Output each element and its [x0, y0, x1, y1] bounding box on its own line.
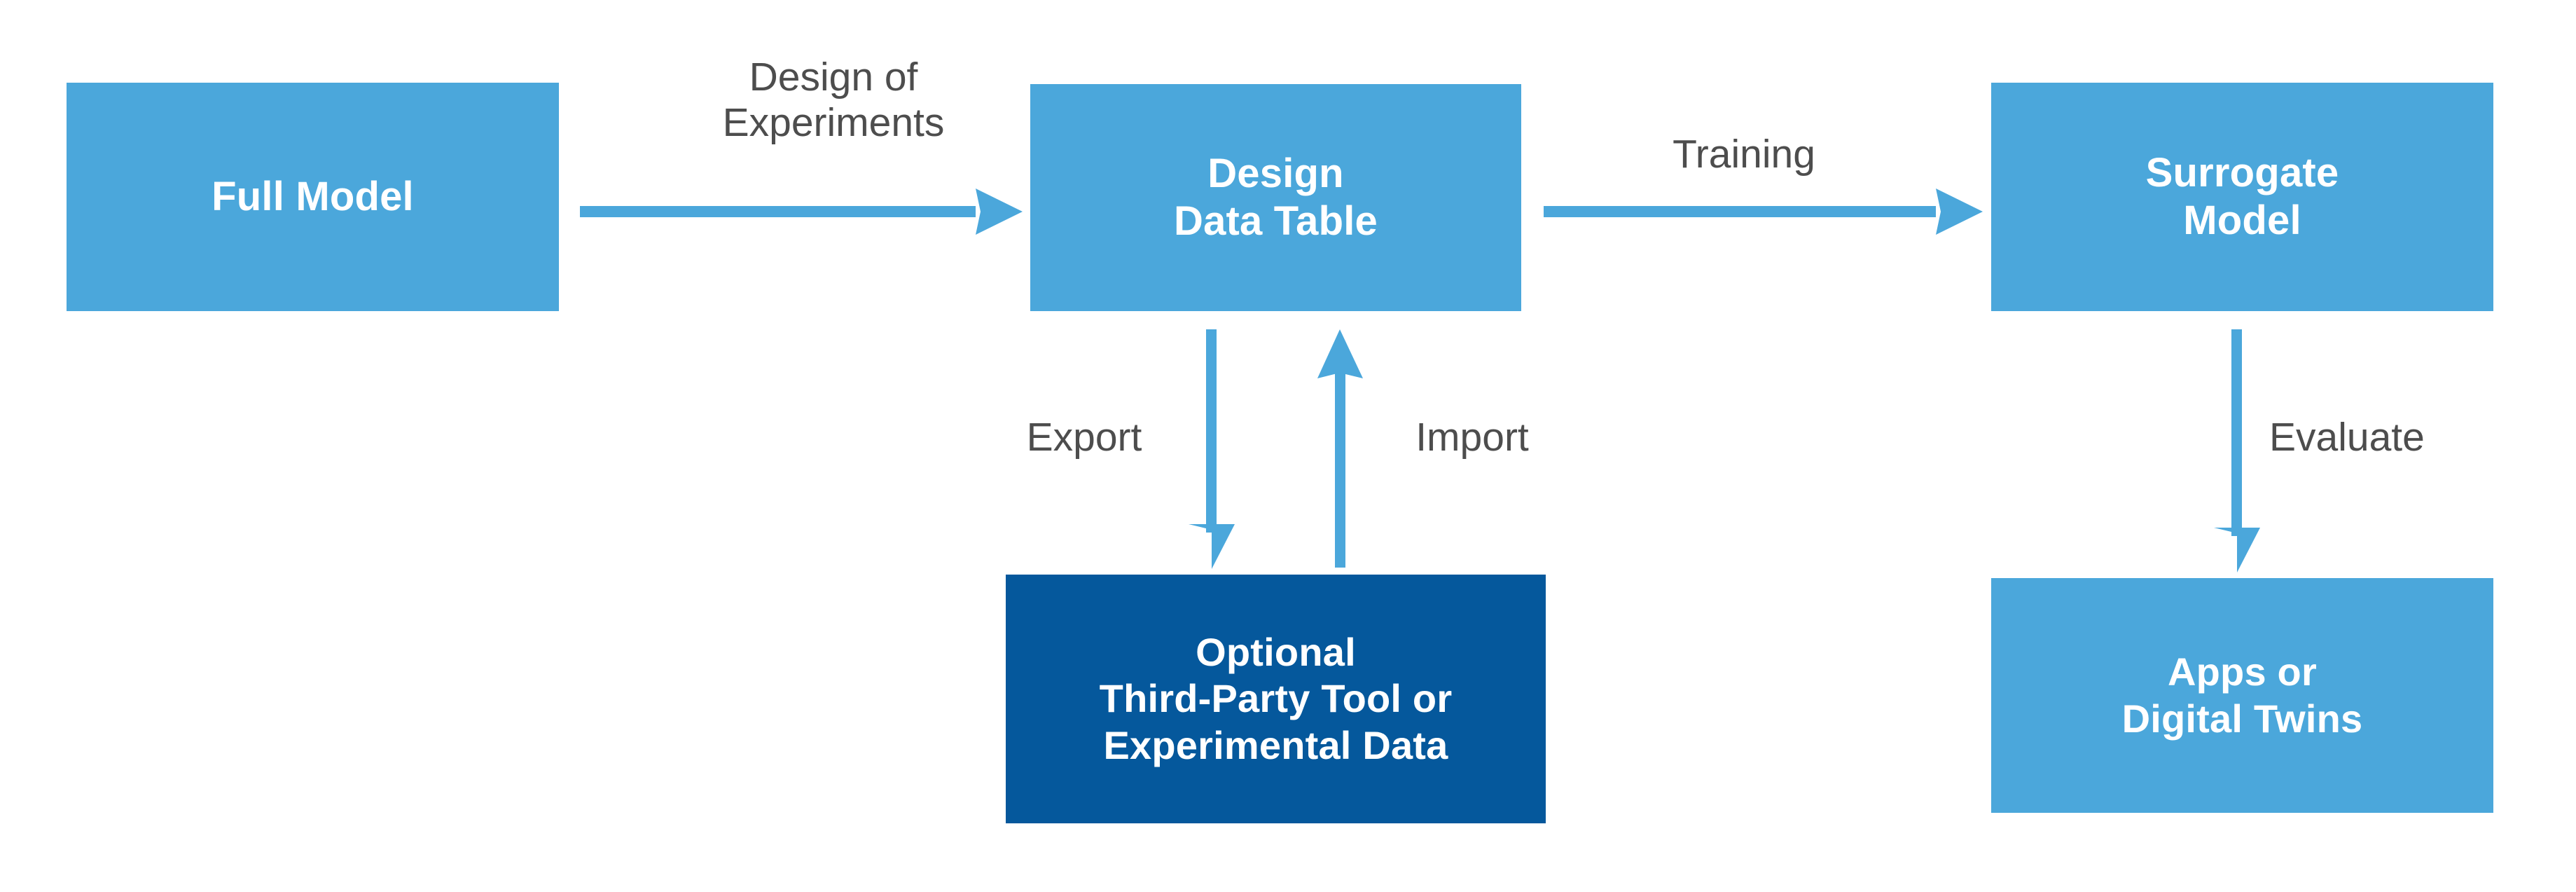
arrow-training: [1544, 188, 1983, 235]
node-apps-digital-twins[interactable]: Apps or Digital Twins: [1991, 578, 2493, 813]
edge-label-design-of-experiments: Design of Experiments: [722, 55, 945, 145]
arrow-evaluate: [2214, 329, 2260, 572]
edge-label-export: Export: [1026, 415, 1142, 460]
node-design-data-table-label: Design Data Table: [1173, 150, 1378, 244]
edge-label-training: Training: [1673, 132, 1815, 177]
node-surrogate-model[interactable]: Surrogate Model: [1991, 83, 2493, 311]
node-apps-digital-twins-label: Apps or Digital Twins: [2121, 650, 2363, 741]
arrow-design-of-experiments: [580, 188, 1023, 235]
arrow-import: [1317, 329, 1363, 568]
node-full-model[interactable]: Full Model: [67, 83, 559, 311]
node-full-model-label: Full Model: [212, 173, 414, 219]
edge-label-import: Import: [1415, 415, 1529, 460]
node-design-data-table[interactable]: Design Data Table: [1030, 84, 1521, 311]
node-third-party-tool[interactable]: Optional Third-Party Tool or Experimenta…: [1006, 575, 1546, 823]
edge-label-evaluate: Evaluate: [2269, 415, 2425, 460]
arrow-export: [1189, 329, 1235, 569]
node-surrogate-model-label: Surrogate Model: [2145, 149, 2339, 243]
node-third-party-tool-label: Optional Third-Party Tool or Experimenta…: [1099, 630, 1453, 767]
